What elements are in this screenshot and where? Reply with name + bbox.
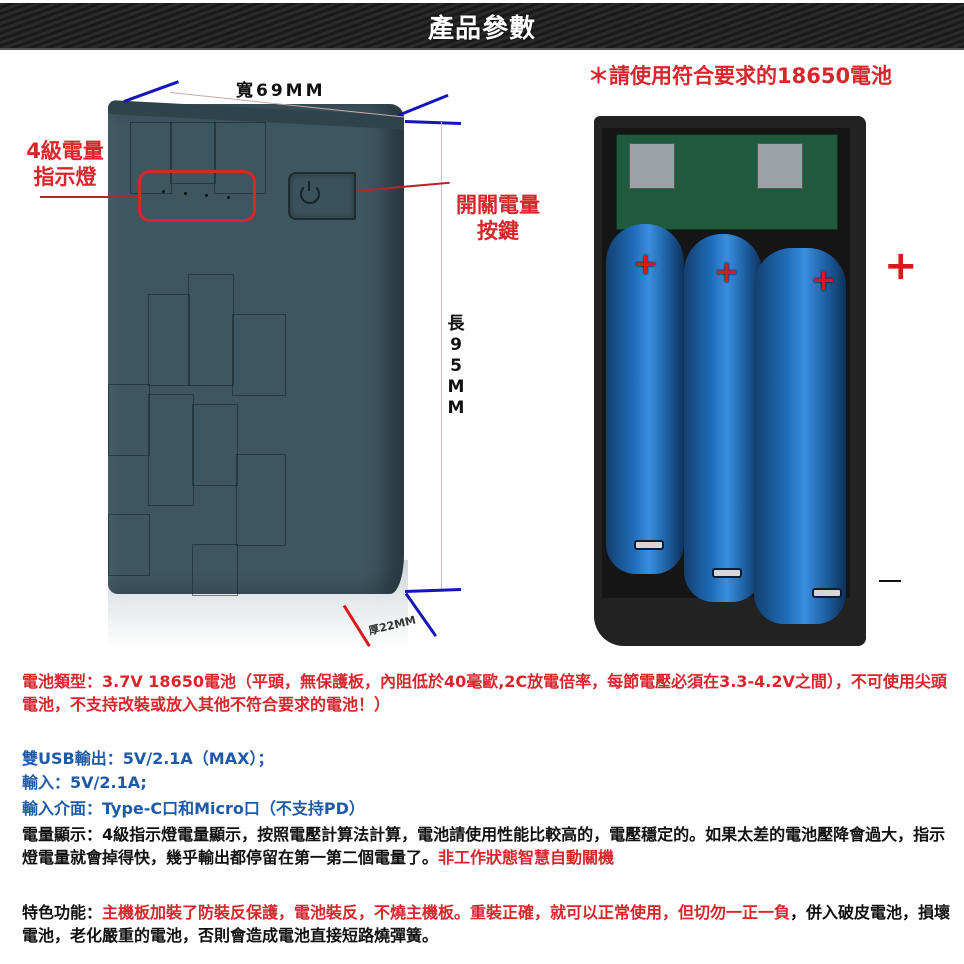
battery-cell-3 <box>754 248 846 624</box>
indicator-callout-line2: 指示燈 <box>33 165 97 189</box>
power-button <box>288 172 356 220</box>
spec-feature: 特色功能：主機板加裝了防裝反保護，電池裝反，不燒主機板。重裝正確，就可以正常使用… <box>22 901 952 947</box>
cell-2-minus-icon <box>712 568 742 578</box>
texture-tile <box>148 394 194 506</box>
spec-usb-output: 雙USB輸出：5V/2.1A（MAX）； <box>22 749 274 768</box>
spec-battery-type: 電池類型：3.7V 18650電池（平頭，無保護板，內阻低於40毫歐,2C放電倍… <box>22 672 947 714</box>
usb-port-2 <box>757 143 803 189</box>
length-marker-bottom <box>404 588 462 593</box>
spec-display-auto-off: 非工作狀態智慧自動關機 <box>438 848 615 867</box>
spec-input-interface: 輸入介面：Type-C口和Micro口（不支持PD） <box>22 799 365 818</box>
width-marker-right <box>397 93 449 117</box>
led-indicator-1 <box>162 190 165 193</box>
led-indicator-3 <box>205 194 208 197</box>
power-icon <box>300 181 320 204</box>
texture-tile <box>214 122 266 194</box>
cell-2-plus-icon: + <box>714 255 740 290</box>
spec-feature-protection: 主機板加裝了防裝反保護，電池裝反，不燒主機板。重裝正確，就可以正常使用，但切勿一… <box>102 903 791 922</box>
texture-tile <box>108 384 150 456</box>
spec-input: 輸入：5V/2.1A; <box>22 773 147 792</box>
texture-tile <box>188 274 234 386</box>
positive-terminal-icon: + <box>884 243 918 289</box>
texture-tile <box>148 294 190 386</box>
cell-3-minus-icon <box>812 588 842 598</box>
indicator-pointer-line <box>40 196 138 198</box>
battery-case <box>594 116 866 646</box>
texture-tile <box>170 122 216 184</box>
header-banner: 產品參數 <box>0 3 964 50</box>
circuit-board <box>616 134 838 230</box>
indicator-callout-line1: 4級電量 <box>26 139 104 163</box>
texture-tile <box>108 514 150 576</box>
spec-display-text: 4級指示燈電量顯示，按照電壓計算法計算，電池請使用性能比較高的，電壓穩定的。如果… <box>22 825 946 867</box>
spec-feature-label: 特色功能： <box>22 903 103 922</box>
spec-feature-warning: ，併入破皮電池，損壞電池，老化嚴重的電池，否則會造成電池直接短路燒彈簧。 <box>22 903 951 945</box>
spec-display-label: 電量顯示： <box>22 825 103 844</box>
cell-1-minus-icon <box>634 540 664 550</box>
cell-3-plus-icon: + <box>811 263 837 298</box>
battery-cell-1 <box>606 224 684 574</box>
led-indicator-2 <box>184 192 187 195</box>
battery-warning: ＊請使用符合要求的18650電池 <box>588 64 893 88</box>
battery-cell-2 <box>684 234 762 602</box>
switch-callout-line1: 開關電量 <box>456 193 540 217</box>
texture-tile <box>236 454 286 546</box>
usb-port-1 <box>629 143 675 189</box>
texture-tile <box>232 314 286 396</box>
indicator-callout: 4級電量 指示燈 <box>20 138 110 190</box>
page-title: 產品參數 <box>427 14 536 44</box>
switch-callout-line2: 按鍵 <box>477 219 519 243</box>
spec-display: 電量顯示：4級指示燈電量顯示，按照電壓計算法計算，電池請使用性能比較高的，電壓穩… <box>22 823 952 869</box>
texture-tile <box>130 122 172 194</box>
led-indicator-4 <box>227 196 230 199</box>
length-marker-top <box>404 120 462 125</box>
negative-terminal-icon <box>879 580 901 582</box>
length-guide-line <box>441 122 442 592</box>
texture-tile <box>192 544 238 596</box>
texture-tile <box>192 404 238 486</box>
switch-callout: 開關電量 按鍵 <box>448 192 548 244</box>
width-dimension-label: 寬69MM <box>236 81 326 101</box>
cell-1-plus-icon: + <box>633 247 659 282</box>
length-dimension-label: 長95MM <box>447 314 465 418</box>
led-highlight-box <box>138 170 256 222</box>
